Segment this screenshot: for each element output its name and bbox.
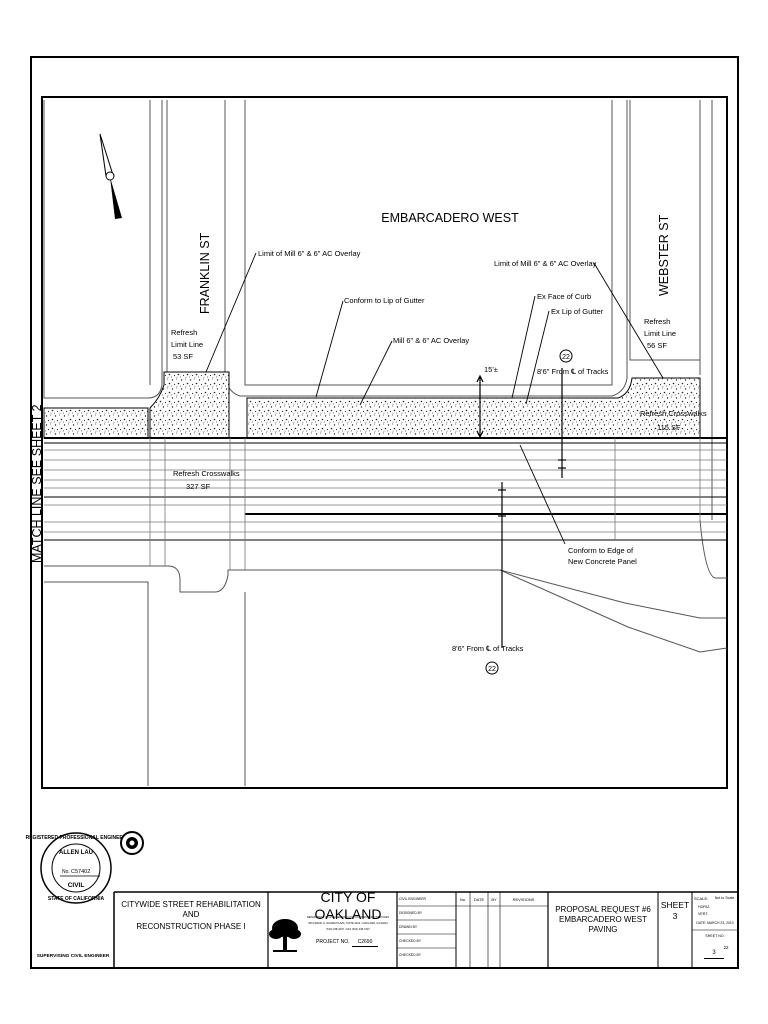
paving-areas — [43, 371, 701, 439]
note-refresh-limit-right-1: Refresh — [644, 317, 670, 326]
note-conform-lip: Conform to Lip of Gutter — [344, 296, 425, 305]
street-label-franklin: FRANKLIN ST — [198, 232, 212, 314]
note-refresh-limit-left-1: Refresh — [171, 328, 197, 337]
detail-bubble-bottom: 22 — [485, 661, 499, 675]
note-conform-edge-1: Conform to Edge of — [568, 546, 634, 555]
match-line-label: MATCH LINE SEE SHEET 2 — [30, 404, 44, 563]
note-mill-overlay: Mill 6" & 6" AC Overlay — [393, 336, 469, 345]
note-refresh-cross-left-2: 327 SF — [186, 482, 211, 491]
scale-label: SCALE: — [694, 896, 709, 901]
seal-name: ALLEN LAU — [59, 850, 93, 856]
seal-type: CIVIL — [68, 882, 85, 889]
project-no-label: PROJECT NO. — [316, 938, 350, 945]
note-conform-edge-2: New Concrete Panel — [568, 557, 637, 566]
seal-ring-top: REGISTERED PROFESSIONAL ENGINEER — [26, 835, 127, 841]
svg-text:22: 22 — [562, 354, 570, 361]
sheet-border — [30, 56, 739, 969]
seal-number: C57402 — [71, 869, 90, 875]
north-arrow-icon — [99, 133, 122, 219]
date-line: DATE: MARCH 23, 2010 — [696, 921, 734, 926]
review-row-checked-1: CHECKED BY — [399, 939, 422, 944]
plan-notes: Limit of Mill 6" & 6" AC Overlay Conform… — [171, 249, 707, 653]
note-dim-15: 15'± — [484, 365, 498, 374]
review-row-designed: DESIGNED BY — [399, 911, 423, 916]
dept-line-1: DEPARTMENT OF ENGINEERING AND CONSTRUCTI… — [306, 916, 390, 920]
review-row-checked-2: CHECKED BY — [399, 953, 422, 958]
note-dim-track-bottom: 8'6" From ℄ of Tracks — [452, 644, 524, 653]
note-ex-face-curb: Ex Face of Curb — [537, 292, 591, 301]
oak-tree-logo-icon — [269, 919, 301, 952]
note-ex-lip-gutter: Ex Lip of Gutter — [551, 307, 604, 316]
supervising-label: SUPERVISING CIVIL ENGINEER — [36, 954, 110, 959]
proposal-line-2: EMBARCADERO WEST PAVING — [558, 915, 647, 934]
note-refresh-limit-right-2: Limit Line — [644, 329, 676, 338]
project-no: C2690 — [352, 938, 378, 947]
review-row-civil: CIVIL ENGINEER — [399, 897, 427, 902]
title-block-grid — [113, 891, 738, 968]
leader-lines — [205, 252, 664, 545]
scale-value: Not to Scale — [714, 896, 735, 901]
seal-number-prefix: No. — [62, 869, 70, 875]
engineer-seal — [40, 832, 112, 904]
approval-stamp-icon — [120, 831, 144, 855]
note-dim-track-top: 8'6" From ℄ of Tracks — [537, 367, 609, 376]
sheet-of: 22 — [723, 944, 729, 950]
rev-header-revisions: REVISIONS — [512, 896, 535, 902]
rev-header-no: No. — [459, 896, 467, 902]
note-refresh-limit-left-3: 53 SF — [173, 352, 193, 361]
detail-bubble-top: 22 — [559, 349, 573, 363]
city-name: CITY OF OAKLAND — [314, 888, 382, 923]
note-refresh-cross-right-1: Refresh Crosswalks — [640, 409, 707, 418]
note-refresh-cross-left-1: Refresh Crosswalks — [173, 469, 240, 478]
rev-header-by: BY — [491, 896, 497, 902]
note-limit-mill-right: Limit of Mill 6" & 6" AC Overlay — [494, 259, 597, 268]
project-title-line-2: RECONSTRUCTION PHASE I — [136, 922, 246, 931]
seal-ring-bottom: STATE OF CALIFORNIA — [48, 896, 105, 902]
note-refresh-limit-left-2: Limit Line — [171, 340, 203, 349]
street-label-webster: WEBSTER ST — [657, 214, 671, 296]
dept-line-3: (510) 238-3437 • FAX (510) 238-7227 — [326, 928, 370, 932]
dept-line-2: 250 FRANK H. OGAWA PLAZA, SUITE 4314 • O… — [308, 922, 388, 926]
note-limit-mill-left: Limit of Mill 6" & 6" AC Overlay — [258, 249, 361, 258]
street-label-embarcadero: EMBARCADERO WEST — [381, 211, 519, 225]
note-refresh-limit-right-3: 56 SF — [647, 341, 667, 350]
note-refresh-cross-right-2: 115 SF — [657, 423, 681, 432]
dimension-marks — [476, 368, 566, 648]
review-row-drawn: DRAWN BY — [399, 925, 418, 930]
rev-header-date: DATE — [473, 896, 485, 902]
svg-text:22: 22 — [488, 666, 496, 673]
project-title-line-1: CITYWIDE STREET REHABILITATION AND — [121, 900, 261, 919]
track-lines — [44, 437, 727, 570]
scale-horiz: HORIZ. — [698, 904, 711, 909]
sheet-label: SHEET 3 — [660, 900, 690, 921]
proposal-line-1: PROPOSAL REQUEST #6 — [555, 905, 651, 914]
scale-vert: VERT. — [698, 911, 709, 916]
sheet-no: 3 — [704, 950, 724, 959]
sheet-no-label: SHEET NO. — [705, 934, 725, 939]
